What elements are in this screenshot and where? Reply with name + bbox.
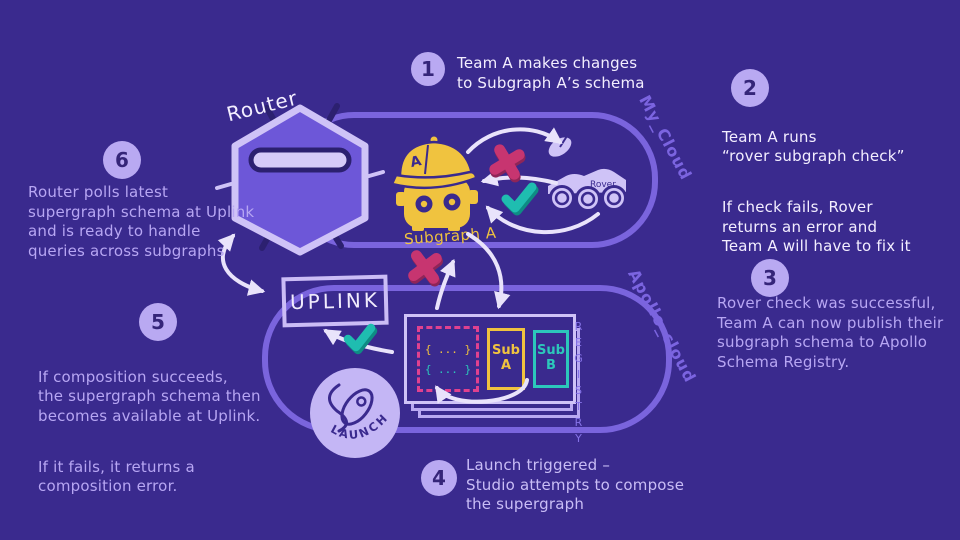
step-2-paragraph-1: Team A runs “rover subgraph check”	[722, 127, 905, 166]
step-2-text: Team A runs “rover subgraph check” If ch…	[722, 108, 911, 288]
step-2-number: 2	[743, 76, 757, 100]
step-6-circle: 6	[103, 141, 141, 179]
router-slot	[248, 147, 352, 173]
cap-letter: A	[409, 153, 423, 171]
step-1-text: Team A makes changes to Subgraph A’s sch…	[457, 54, 645, 92]
rover-satellite-icon: Rover	[546, 133, 627, 212]
uplink-box: UPLINK	[281, 274, 389, 328]
step-5-paragraph-1: If composition succeeds, the supergraph …	[38, 367, 261, 425]
step-5-number: 5	[151, 310, 165, 334]
step-2-paragraph-2: If check fails, Rover returns an error a…	[722, 198, 911, 255]
robot-with-cap-icon: A	[392, 134, 478, 231]
step-6-number: 6	[115, 148, 129, 172]
uplink-label: UPLINK	[289, 287, 381, 315]
step-3-circle: 3	[751, 259, 789, 297]
step-1-number: 1	[421, 57, 435, 81]
step-5-paragraph-2: If it fails, it returns a composition er…	[38, 457, 195, 496]
cross-x-icon	[408, 250, 443, 287]
step-6-text: Router polls latest supergraph schema at…	[28, 183, 255, 260]
schema-doc-line: { ... }	[424, 362, 472, 376]
sub-b-card: Sub B	[533, 330, 569, 388]
step-4-text: Launch triggered – Studio attempts to co…	[466, 456, 685, 513]
registry-card-stack: { ... } { ... } Sub A Sub B	[404, 314, 576, 404]
step-4-circle: 4	[421, 460, 457, 496]
rover-label: Rover	[590, 180, 616, 190]
step-3-number: 3	[763, 266, 777, 290]
hexagon-router-icon	[215, 103, 385, 256]
step-5-circle: 5	[139, 303, 177, 341]
rocket-icon	[328, 383, 374, 433]
step-1-circle: 1	[411, 52, 445, 86]
step-5-text: If composition succeeds, the supergraph …	[38, 348, 261, 528]
step-4-number: 4	[432, 466, 446, 490]
step-3-text: Rover check was successful, Team A can n…	[717, 294, 944, 371]
launch-badge: LAUNCH	[310, 368, 400, 458]
registry-label: REGISTRY	[572, 320, 585, 448]
schema-doc-box: { ... } { ... }	[417, 326, 479, 392]
schema-doc-line: { ... }	[424, 342, 472, 356]
sub-a-card: Sub A	[487, 328, 525, 390]
step-2-circle: 2	[731, 69, 769, 107]
